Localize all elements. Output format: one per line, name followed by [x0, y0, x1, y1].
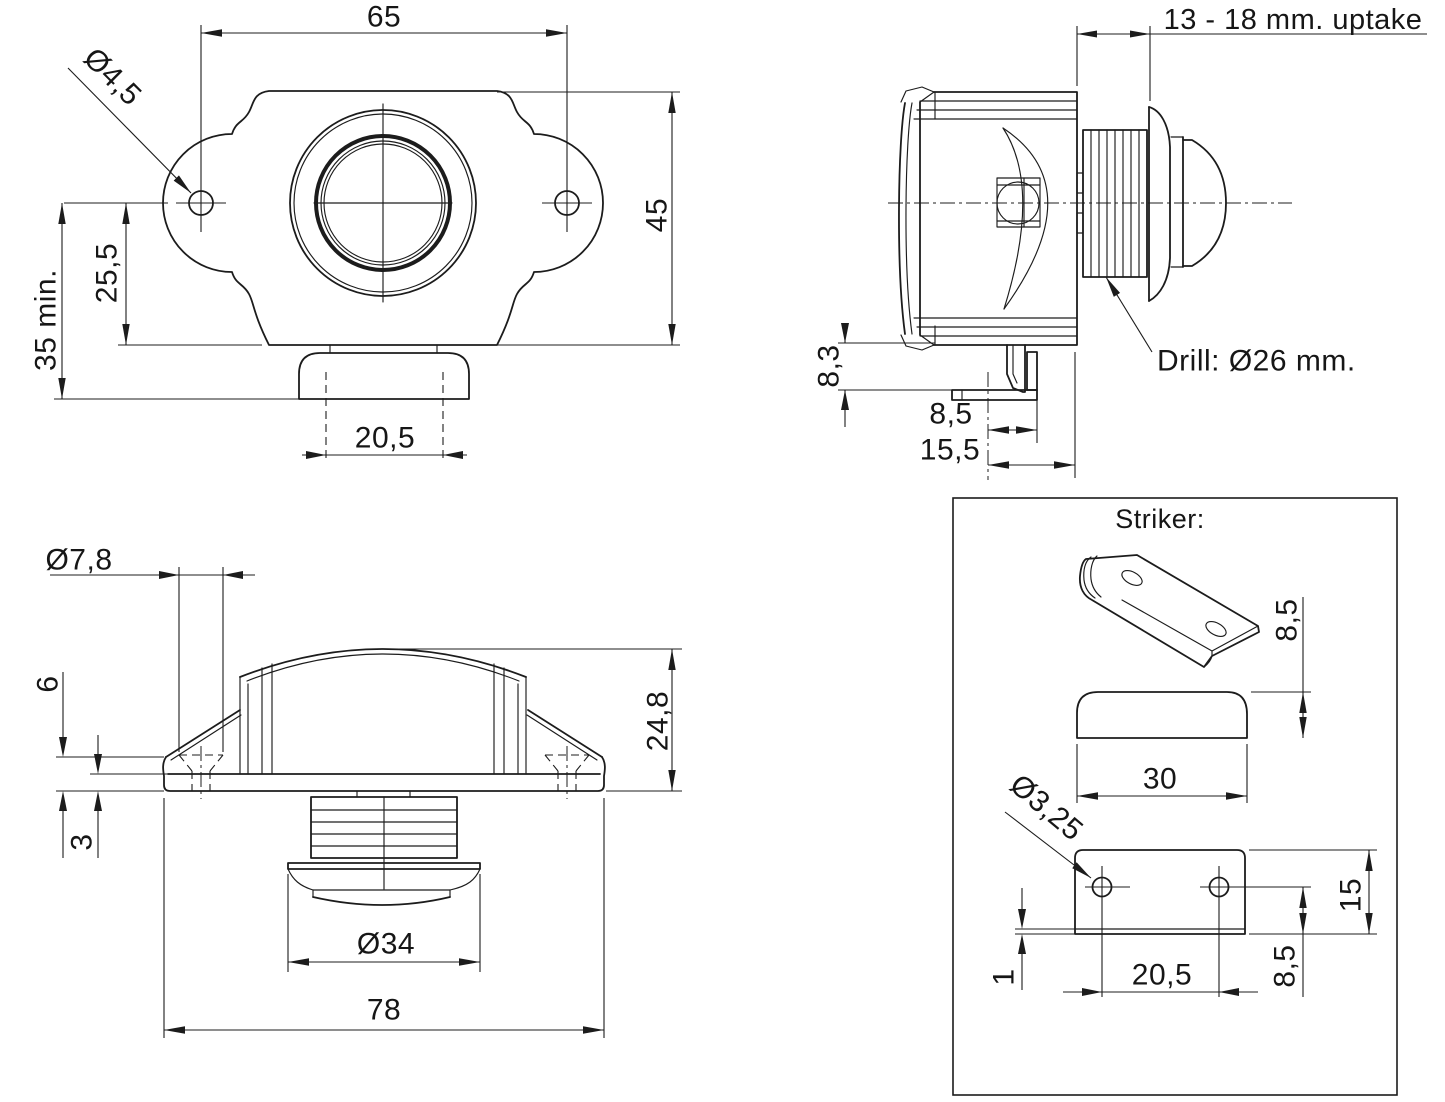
mech-lens-inner [1002, 127, 1024, 310]
countersink-right [544, 746, 590, 799]
dome-top [239, 648, 527, 678]
panel-bracket [951, 351, 1038, 401]
side-view: 13 - 18 mm. uptake 8,3 8,5 15,5 Drill: [813, 4, 1427, 480]
dim-striker-20-5-label: 20,5 [1132, 959, 1192, 992]
bottom-view: Ø7,8 6 3 24,8 [32, 544, 682, 1038]
leader-drill: Drill: Ø26 mm. [1105, 276, 1356, 378]
front-neck [298, 352, 470, 400]
face-strip-outer [898, 102, 906, 335]
countersink-left [178, 746, 224, 799]
dim-45: 45 [497, 91, 680, 346]
dim-65: 65 [200, 1, 568, 232]
dim-6-label: 6 [32, 675, 65, 692]
wing-right [527, 709, 603, 758]
dim-15-5-label: 15,5 [920, 434, 980, 467]
dim-20-5-front: 20,5 [302, 422, 467, 459]
dim-34-label: Ø34 [357, 928, 415, 961]
dim-65-label: 65 [367, 1, 401, 34]
striker-isometric [1079, 554, 1260, 668]
dim-6: 6 [32, 672, 164, 858]
dim-25-5: 25,5 [64, 202, 262, 346]
dim-8-3: 8,3 [813, 323, 952, 427]
striker-box-border [952, 497, 1398, 1096]
dim-1-label: 1 [988, 968, 1021, 985]
striker-side-view [1076, 691, 1248, 739]
dim-15: 15 [1249, 849, 1377, 935]
striker-top-view [1074, 849, 1311, 997]
dim-3: 3 [56, 735, 168, 858]
dim-15-5: 15,5 [920, 352, 1076, 478]
dim-24-8-label: 24,8 [642, 691, 675, 751]
button-dome [1170, 136, 1227, 268]
dim-25-5-label: 25,5 [91, 243, 124, 303]
label-drill: Drill: Ø26 mm. [1157, 345, 1356, 378]
dim-striker-20-5: 20,5 [1063, 959, 1258, 996]
dim-8-5-side: 8,5 [929, 398, 1038, 443]
label-striker-hole-dia: Ø3,25 [1004, 768, 1090, 847]
dim-8-3-label: 8,3 [813, 344, 846, 387]
dim-35-min-label: 35 min. [30, 269, 63, 371]
wing-left [165, 709, 241, 758]
leader-hole-dia: Ø4,5 [67, 42, 192, 194]
latch-hook [1006, 344, 1026, 393]
dim-7-8: Ø7,8 [45, 544, 255, 752]
front-view: 65 45 25,5 35 min. 20,5 [30, 1, 680, 463]
dim-striker-8-5-top-label: 8,5 [1269, 944, 1302, 987]
dim-striker-8-5-side-label: 8,5 [1271, 598, 1304, 641]
dim-34: Ø34 [287, 874, 481, 972]
dim-striker-8-5-side: 8,5 [1251, 597, 1311, 738]
dim-30: 30 [1076, 744, 1248, 803]
dim-78-label: 78 [367, 994, 401, 1027]
dome-contours [239, 663, 527, 775]
dim-7-8-label: Ø7,8 [45, 544, 112, 577]
dim-1: 1 [988, 888, 1075, 990]
striker-title: Striker: [1115, 504, 1205, 534]
label-uptake: 13 - 18 mm. uptake [1164, 4, 1423, 36]
dim-30-label: 30 [1143, 763, 1177, 796]
dim-78: 78 [163, 798, 605, 1038]
base-plate [162, 756, 606, 792]
dim-35-min: 35 min. [30, 203, 299, 400]
dim-45-label: 45 [641, 198, 674, 232]
mech-lens-outer [1002, 127, 1049, 310]
iso-hole-1 [1121, 570, 1143, 586]
collar [287, 862, 481, 906]
barrel-bottom-view [310, 790, 458, 890]
dim-8-5-side-label: 8,5 [929, 398, 972, 431]
dim-24-8: 24,8 [383, 648, 682, 792]
iso-hole-2 [1205, 621, 1227, 637]
leader-striker-hole: Ø3,25 [1004, 768, 1092, 879]
dim-3-label: 3 [66, 833, 99, 850]
striker-section: Striker: 8,5 30 [952, 497, 1398, 1096]
dim-20-5-front-label: 20,5 [355, 422, 415, 455]
dim-15-label: 15 [1335, 878, 1368, 912]
dim-striker-8-5-top: 8,5 [1269, 887, 1307, 997]
dim-uptake: 13 - 18 mm. uptake [1076, 4, 1427, 101]
label-hole-dia: Ø4,5 [77, 42, 148, 113]
